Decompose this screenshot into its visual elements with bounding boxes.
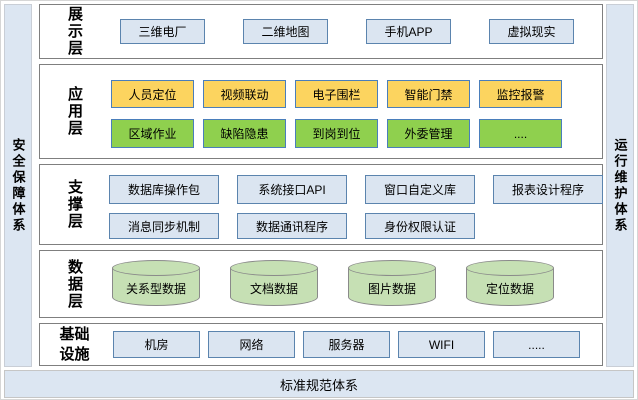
- box-personnel-positioning: 人员定位: [111, 80, 194, 108]
- box-3d-plant: 三维电厂: [120, 19, 205, 44]
- layer-presentation: 展示层 三维电厂 二维地图 手机APP 虚拟现实: [39, 4, 603, 59]
- box-network: 网络: [208, 331, 295, 358]
- layer-application-label-zone: 应用层: [40, 65, 109, 158]
- application-row-1: 人员定位 视频联动 电子围栏 智能门禁 监控报警: [111, 80, 602, 108]
- box-system-api: 系统接口API: [237, 175, 347, 204]
- box-server: 服务器: [303, 331, 390, 358]
- layer-support-label-zone: 支撑层: [40, 165, 109, 244]
- box-on-duty-in-place: 到岗到位: [295, 119, 378, 148]
- layer-presentation-label: 展示层: [66, 6, 83, 57]
- operation-maintenance-bar: 运行维护体系: [606, 4, 634, 367]
- cylinder-image-data-label: 图片数据: [367, 282, 416, 296]
- standard-specification-label: 标准规范体系: [279, 377, 358, 393]
- box-window-custom-lib: 窗口自定义库: [365, 175, 475, 204]
- box-outsourcing-mgmt: 外委管理: [387, 119, 470, 148]
- box-virtual-reality: 虚拟现实: [489, 19, 574, 44]
- box-defect-hazard: 缺陷隐患: [203, 119, 286, 148]
- layer-application: 应用层 人员定位 视频联动 电子围栏 智能门禁 监控报警 区域作业 缺陷隐患 到…: [39, 64, 603, 159]
- box-mobile-app: 手机APP: [366, 19, 451, 44]
- box-db-operation-package: 数据库操作包: [109, 175, 219, 204]
- box-more-infra: .....: [493, 331, 580, 358]
- box-area-work: 区域作业: [111, 119, 194, 148]
- operation-maintenance-label: 运行维护体系: [612, 137, 628, 234]
- layer-infrastructure-label-zone: 基础设施: [40, 324, 109, 365]
- support-row-2: 消息同步机制 数据通讯程序 身份权限认证: [109, 213, 603, 239]
- box-wifi: WIFI: [398, 331, 485, 358]
- box-machine-room: 机房: [113, 331, 200, 358]
- security-assurance-bar: 安全保障体系: [4, 4, 32, 367]
- box-electronic-fence: 电子围栏: [295, 80, 378, 108]
- support-row-1: 数据库操作包 系统接口API 窗口自定义库 报表设计程序: [109, 175, 603, 204]
- security-assurance-label: 安全保障体系: [10, 137, 26, 234]
- cylinder-location-data: 定位数据: [466, 260, 554, 306]
- data-row: 关系型数据 文档数据 图片数据 定位数据: [112, 251, 602, 306]
- box-monitoring-alarm: 监控报警: [479, 80, 562, 108]
- box-video-linkage: 视频联动: [203, 80, 286, 108]
- infrastructure-row: 机房 网络 服务器 WIFI .....: [113, 331, 602, 358]
- layer-support-label: 支撑层: [66, 179, 83, 230]
- box-smart-access-control: 智能门禁: [387, 80, 470, 108]
- box-report-designer: 报表设计程序: [493, 175, 603, 204]
- box-message-sync: 消息同步机制: [109, 213, 219, 239]
- layer-presentation-label-zone: 展示层: [40, 5, 109, 58]
- box-data-comm-program: 数据通讯程序: [237, 213, 347, 239]
- layer-data-label: 数据层: [66, 258, 83, 310]
- layer-infrastructure: 基础设施 机房 网络 服务器 WIFI .....: [39, 323, 603, 366]
- box-2d-map: 二维地图: [243, 19, 328, 44]
- layer-infrastructure-label: 基础设施: [59, 326, 90, 363]
- cylinder-relational-data: 关系型数据: [112, 260, 200, 306]
- box-more-apps: ....: [479, 119, 562, 148]
- box-identity-auth: 身份权限认证: [365, 213, 475, 239]
- cylinder-image-data: 图片数据: [348, 260, 436, 306]
- standard-specification-bar: 标准规范体系: [4, 370, 634, 398]
- cylinder-document-data-label: 文档数据: [249, 282, 298, 296]
- layer-data: 数据层 关系型数据 文档数据 图片数据 定位数据: [39, 250, 603, 318]
- cylinder-relational-data-label: 关系型数据: [125, 282, 186, 296]
- layer-support: 支撑层 数据库操作包 系统接口API 窗口自定义库 报表设计程序 消息同步机制 …: [39, 164, 603, 245]
- layer-data-label-zone: 数据层: [40, 251, 109, 317]
- presentation-row: 三维电厂 二维地图 手机APP 虚拟现实: [120, 19, 602, 44]
- cylinder-document-data: 文档数据: [230, 260, 318, 306]
- cylinder-location-data-label: 定位数据: [485, 282, 534, 296]
- layer-application-label: 应用层: [66, 86, 83, 137]
- application-row-2: 区域作业 缺陷隐患 到岗到位 外委管理 ....: [111, 119, 602, 148]
